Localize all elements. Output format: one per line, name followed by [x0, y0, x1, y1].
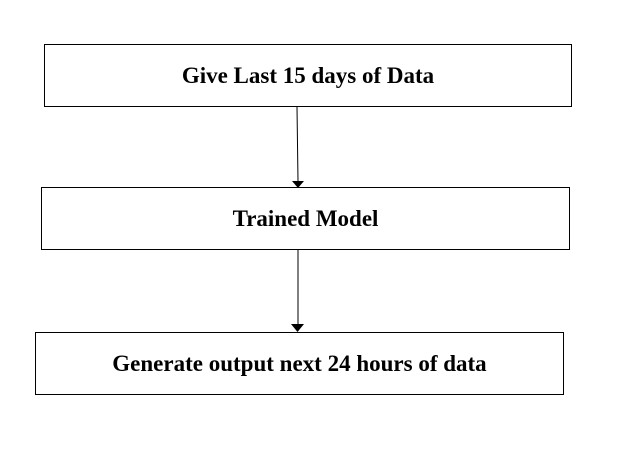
connector-line: [296, 106, 299, 182]
step-label-input-data: Give Last 15 days of Data: [181, 62, 435, 88]
arrowhead-icon: [291, 324, 304, 332]
step-box-input-data: Give Last 15 days of Data: [44, 44, 572, 107]
step-box-trained-model: Trained Model: [41, 187, 570, 250]
step-label-trained-model: Trained Model: [232, 205, 379, 231]
arrow-step1-to-step2: [292, 106, 304, 188]
arrow-step2-to-step3: [291, 250, 304, 332]
step-box-generate-output: Generate output next 24 hours of data: [35, 332, 564, 395]
step-label-generate-output: Generate output next 24 hours of data: [112, 350, 487, 376]
